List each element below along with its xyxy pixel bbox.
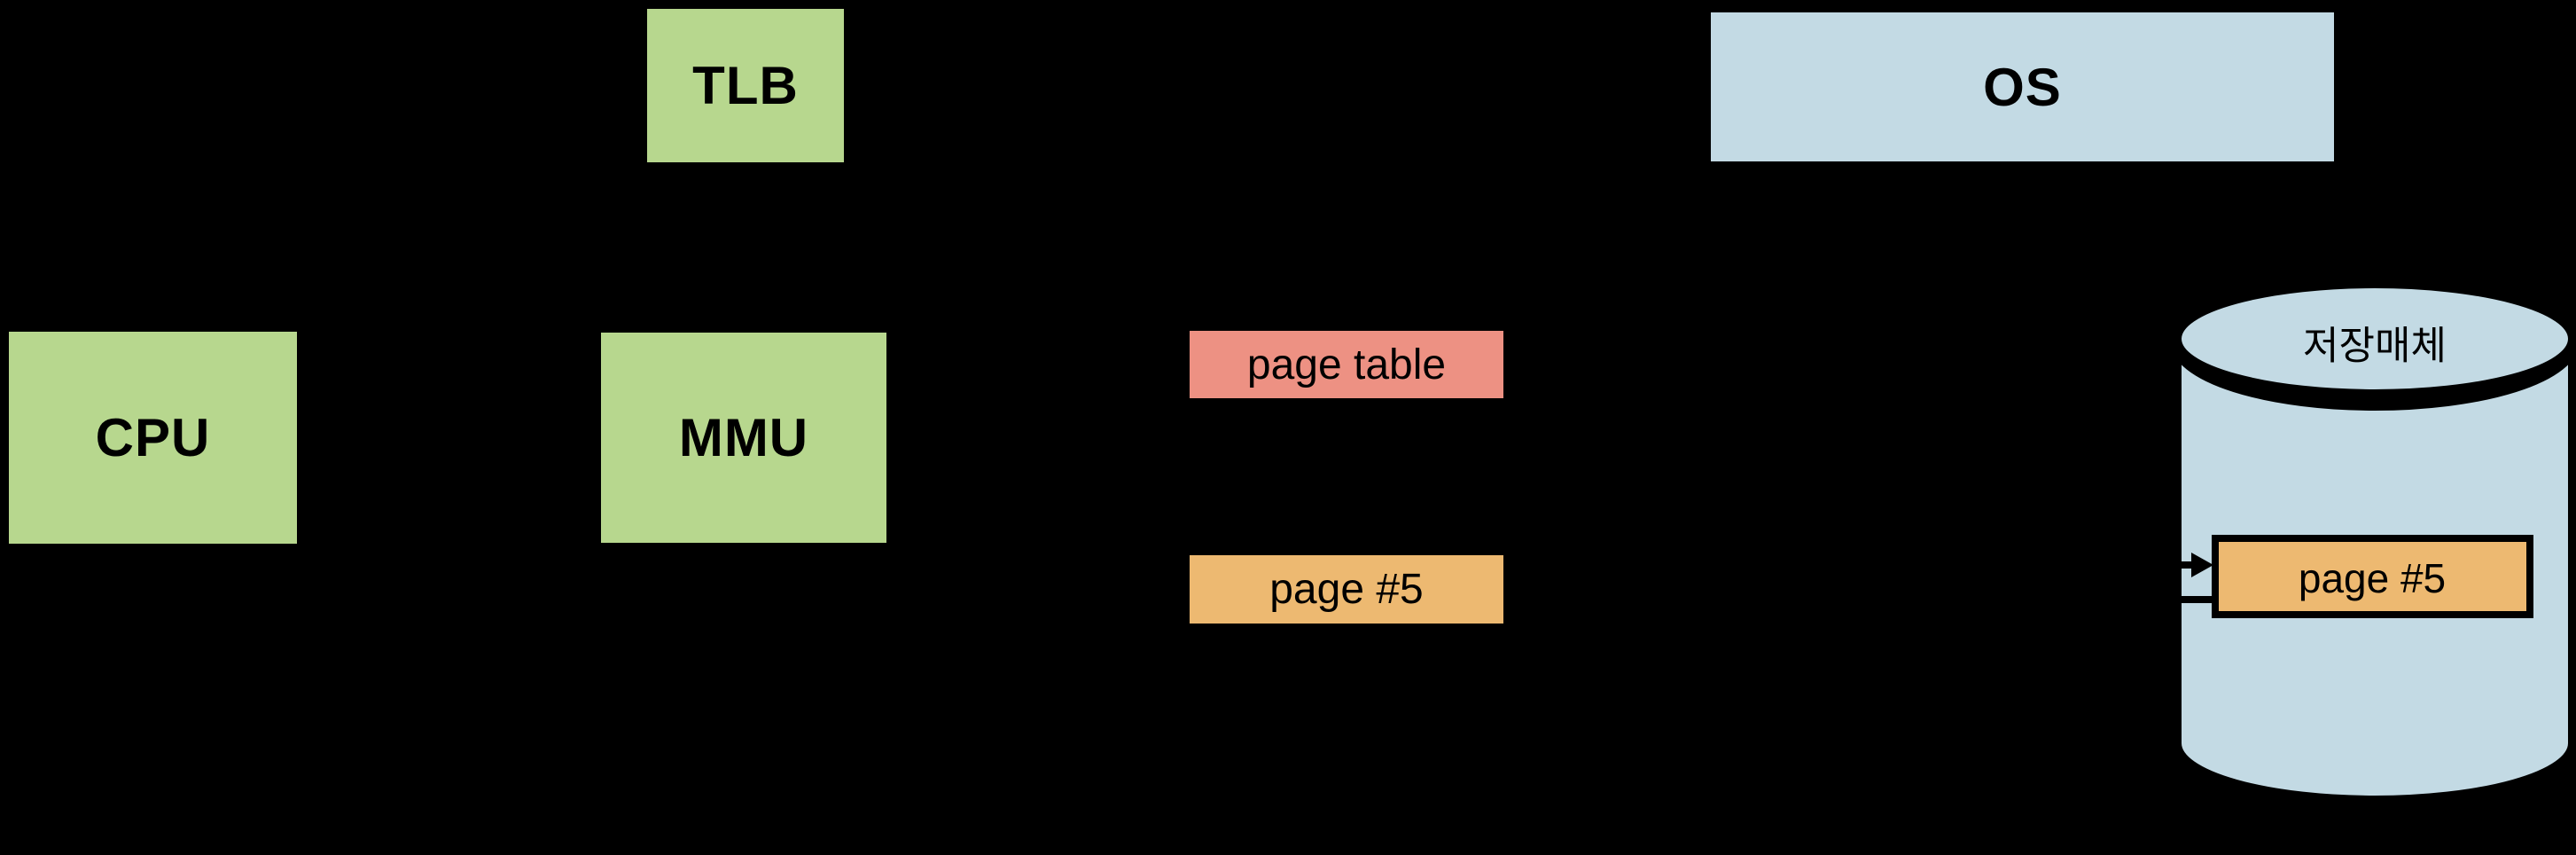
mmu-label: MMU [678, 408, 809, 467]
cpu-label: CPU [95, 408, 211, 467]
mmu-node: MMU [601, 333, 886, 543]
storage-label: 저장매체 [2303, 325, 2447, 368]
cpu-node: CPU [9, 332, 297, 544]
storage-page5-box [2212, 535, 2533, 618]
cylinder-band [2169, 338, 2576, 411]
tlb-node: TLB [647, 9, 844, 162]
cylinder-top-ellipse [2176, 283, 2573, 395]
storage-page5-label: page #5 [2299, 555, 2446, 601]
tlb-label: TLB [692, 56, 799, 115]
page-table-label: page table [1246, 341, 1447, 388]
os-label: OS [1983, 57, 2062, 117]
page5-node: page #5 [1190, 555, 1503, 624]
storage-cylinder: 저장매체 page #5 [2127, 283, 2576, 801]
page5-label: page #5 [1269, 566, 1424, 613]
swap-in-arrowhead-icon [2191, 553, 2213, 577]
page-table-node: page table [1190, 331, 1503, 398]
cylinder-outline [2176, 339, 2573, 801]
os-node: OS [1711, 12, 2334, 161]
